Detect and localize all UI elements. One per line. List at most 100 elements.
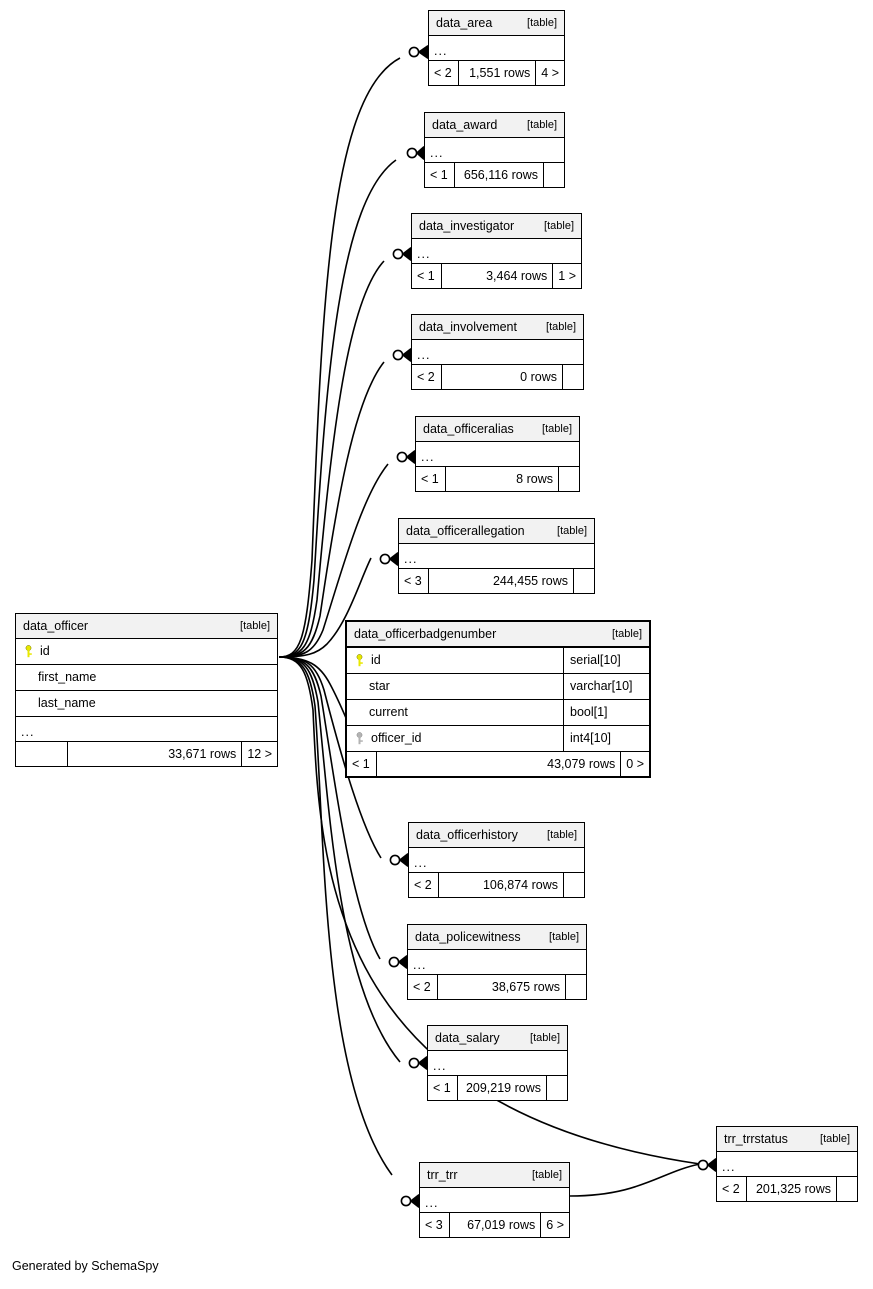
table-child-count [837,1177,857,1201]
column-name-cell: star [347,680,563,693]
table-row-count: 106,874 rows [439,873,564,897]
table-tag-data_area: [table] [527,16,557,29]
table-tag-data_officer: [table] [240,619,270,632]
table-header-data_involvement: data_involvement [table] [412,315,583,340]
table-name-trr_trrstatus: trr_trrstatus [724,1131,788,1146]
table-more-columns-ellipsis: ... [429,36,564,61]
column-name-label: first_name [38,671,97,684]
table-more-columns-ellipsis: ... [399,544,594,569]
table-tag-data_officeralias: [table] [542,422,572,435]
table-tag-data_officerallegation: [table] [557,524,587,537]
table-parent-count: < 1 [428,1076,458,1100]
relationship-endpoint-data_officeralias [396,449,416,465]
table-row-count: 244,455 rows [429,569,574,593]
table-more-columns-ellipsis: ... [425,138,564,163]
primary-key-icon [22,645,35,658]
table-header-trr_trrstatus: trr_trrstatus [table] [717,1127,857,1152]
table-column-row: id [16,639,277,665]
table-header-data_policewitness: data_policewitness[table] [408,925,586,950]
relationship-endpoint-data_involvement [392,347,412,363]
column-type-cell: serial[10] [563,648,649,673]
relationship-edge-trr_trr-to-trr_trrstatus [569,1163,701,1197]
relationship-edge-data_officer-to-data_area [278,57,401,658]
generator-credit: Generated by SchemaSpy [12,1259,159,1273]
table-tag-data_involvement: [table] [546,320,576,333]
table-more-columns-ellipsis: ... [412,239,581,264]
table-child-count [566,975,586,999]
relationship-endpoint-trr_trrstatus [697,1157,717,1173]
table-parent-count: < 2 [409,873,439,897]
relationship-endpoint-data_officerhistory [389,852,409,868]
table-name-trr_trr: trr_trr [427,1167,458,1182]
table-tag-data_officerhistory: [table] [547,828,577,841]
column-name-label: last_name [38,697,96,710]
table-tag-trr_trr: [table] [532,1168,562,1181]
table-parent-count: < 2 [412,365,442,389]
column-type-cell: varchar[10] [563,674,649,699]
table-column-row: first_name [16,665,277,691]
table-name-data_officeralias: data_officeralias [423,421,514,436]
table-tag-data_salary: [table] [530,1031,560,1044]
table-child-count [564,873,584,897]
table-parent-count: < 1 [425,163,455,187]
column-name-cell: id [347,654,563,667]
table-box-data_officer[interactable]: data_officer[table]id first_name last_name… [15,613,278,767]
table-header-data_officeralias: data_officeralias [table] [416,417,579,442]
table-parent-count: < 2 [408,975,438,999]
table-more-columns-ellipsis: ... [428,1051,567,1076]
table-name-data_area: data_area [436,15,493,30]
table-header-data_officerhistory: data_officerhistory [table] [409,823,584,848]
table-header-data_officerallegation: data_officerallegation[table] [399,519,594,544]
table-name-data_officerbadgenumber: data_officerbadgenumber [354,626,497,641]
relationship-edge-data_officer-to-data_involvement [278,361,385,658]
table-child-count: 1 > [558,268,576,283]
relationship-endpoint-data_award [406,146,425,160]
relationship-endpoint-trr_trr [400,1193,420,1209]
relationship-endpoint-data_area [408,44,429,60]
table-tag-trr_trrstatus: [table] [820,1132,850,1145]
table-name-data_investigator: data_investigator [419,218,515,233]
primary-key-icon [353,654,366,667]
table-parent-count: < 3 [420,1213,450,1237]
table-row-count: 201,325 rows [747,1177,837,1201]
column-type-cell: int4[10] [563,726,649,751]
foreign-key-icon [353,732,366,745]
relationship-endpoint-data_officerallegation [379,551,399,567]
table-header-data_officer: data_officer[table] [16,614,277,639]
table-more-columns-ellipsis: ... [420,1188,569,1213]
column-type-cell: bool[1] [563,700,649,725]
table-name-data_involvement: data_involvement [419,319,517,334]
table-name-data_officerhistory: data_officerhistory [416,827,518,842]
column-name-cell: current [347,706,563,719]
table-row-count: 8 rows [446,467,559,491]
table-row-count: 209,219 rows [458,1076,547,1100]
table-name-data_salary: data_salary [435,1030,500,1045]
table-tag-data_investigator: [table] [544,219,574,232]
table-header-data_salary: data_salary [table] [428,1026,567,1051]
table-more-columns-ellipsis: ... [717,1152,857,1177]
table-child-count: 6 > [546,1217,564,1232]
table-parent-count: < 2 [717,1177,747,1201]
